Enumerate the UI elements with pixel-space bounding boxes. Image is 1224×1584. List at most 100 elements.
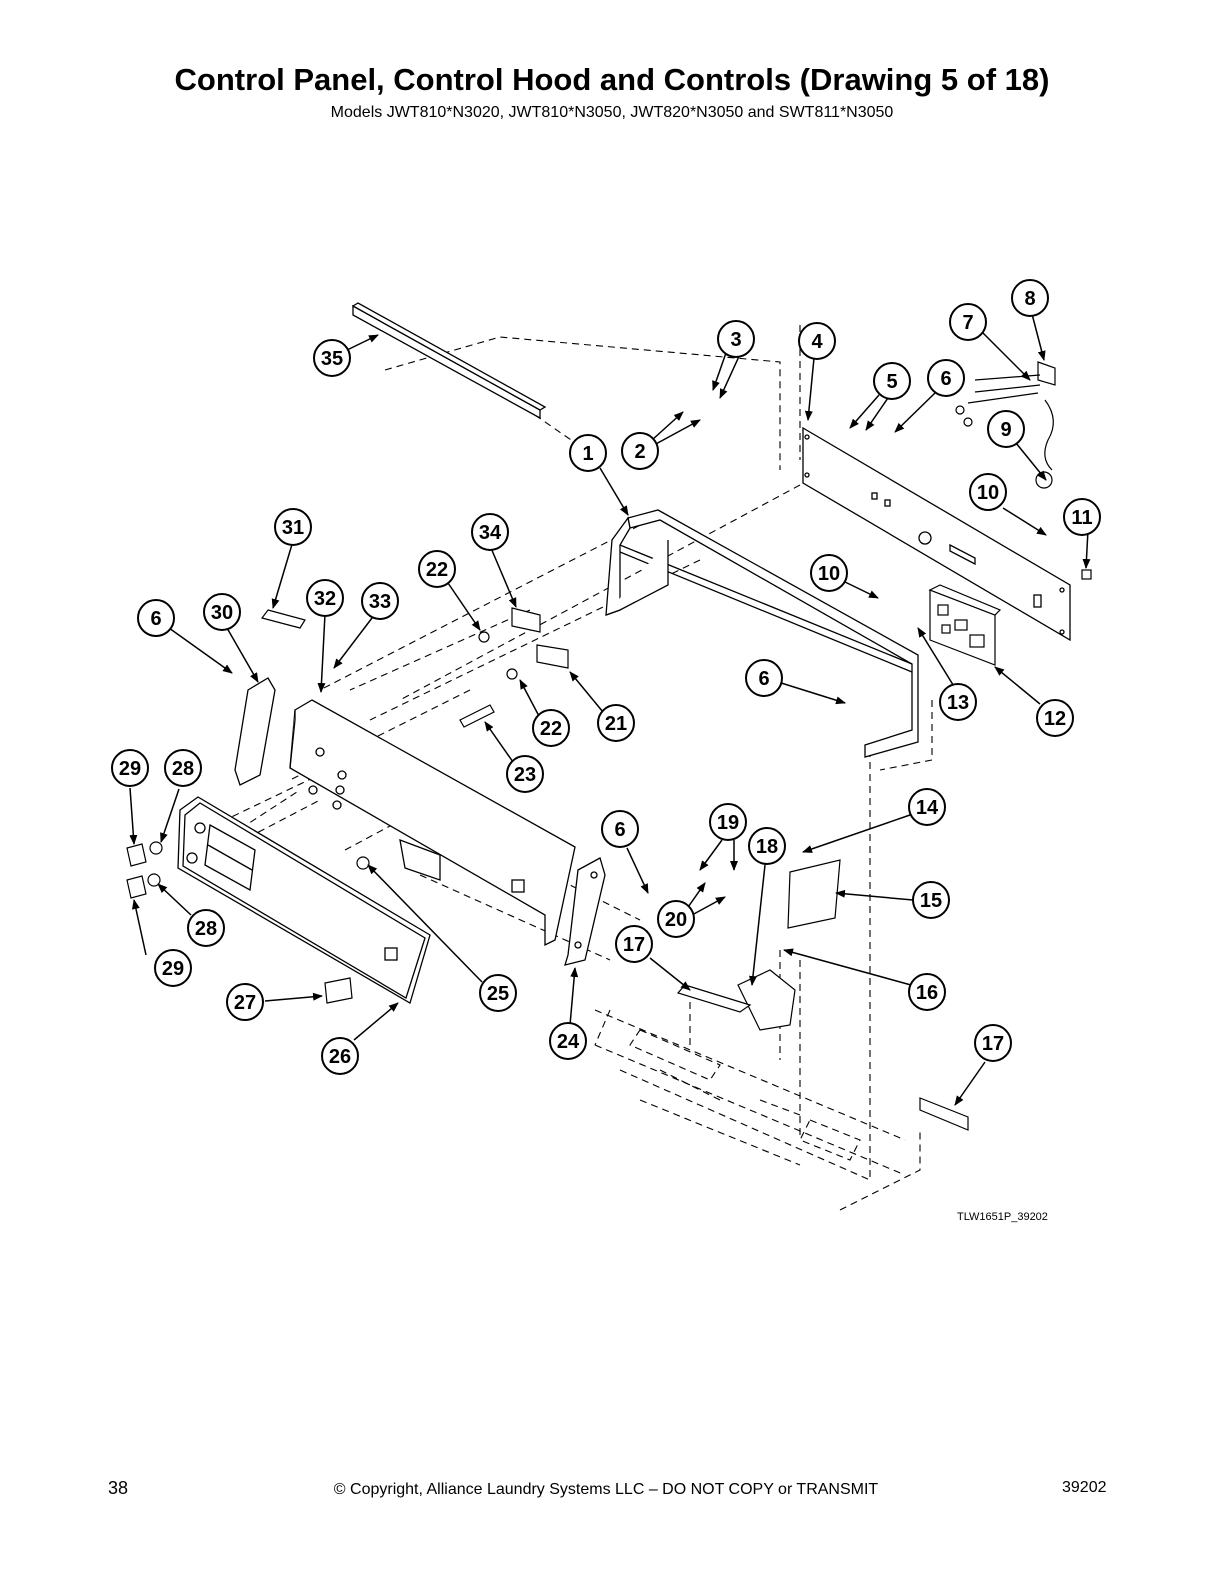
callout-3: 3 <box>717 320 755 358</box>
callout-1: 1 <box>569 434 607 472</box>
svg-text:19: 19 <box>717 812 739 834</box>
page-title: Control Panel, Control Hood and Controls… <box>174 62 1050 97</box>
callout-31: 31 <box>274 508 312 546</box>
callout-10-mid: 10 <box>810 554 848 592</box>
callout-6-hood: 6 <box>745 659 783 697</box>
svg-text:28: 28 <box>172 758 194 780</box>
svg-text:14: 14 <box>916 797 939 819</box>
svg-text:3: 3 <box>730 329 741 351</box>
svg-text:12: 12 <box>1044 708 1066 730</box>
callout-leaders <box>129 313 1091 1106</box>
svg-text:6: 6 <box>758 668 769 690</box>
svg-text:7: 7 <box>962 312 973 334</box>
svg-text:5: 5 <box>886 371 897 393</box>
callout-14: 14 <box>908 788 946 826</box>
part-26-console-panel <box>177 796 431 1004</box>
svg-text:6: 6 <box>614 819 625 841</box>
callout-6-bracket: 6 <box>601 810 639 848</box>
callout-17-right: 17 <box>974 1024 1012 1062</box>
svg-text:2: 2 <box>634 441 645 463</box>
svg-text:26: 26 <box>329 1046 351 1068</box>
svg-text:6: 6 <box>940 368 951 390</box>
svg-text:17: 17 <box>623 934 645 956</box>
copyright-notice: © Copyright, Alliance Laundry Systems LL… <box>333 1481 879 1498</box>
part-4-rear-panel <box>802 426 1071 642</box>
callout-28-top: 28 <box>164 749 202 787</box>
callout-7: 7 <box>949 303 987 341</box>
svg-text:23: 23 <box>514 764 536 786</box>
callout-21: 21 <box>597 704 635 742</box>
svg-text:35: 35 <box>321 348 343 370</box>
callout-24: 24 <box>549 1022 587 1060</box>
callout-17-mid: 17 <box>615 925 653 963</box>
svg-text:29: 29 <box>162 958 184 980</box>
callout-9: 9 <box>987 410 1025 448</box>
svg-text:10: 10 <box>977 482 999 504</box>
callout-32: 32 <box>306 579 344 617</box>
page-subtitle: Models JWT810*N3020, JWT810*N3050, JWT82… <box>330 104 894 121</box>
callout-11: 11 <box>1063 498 1101 536</box>
part-32-control-panel <box>289 699 576 947</box>
callout-22-top: 22 <box>418 550 456 588</box>
callout-19: 19 <box>709 803 747 841</box>
callout-5: 5 <box>873 362 911 400</box>
svg-text:18: 18 <box>756 836 778 858</box>
svg-text:22: 22 <box>426 559 448 581</box>
callout-34: 34 <box>471 513 509 551</box>
page-number: 38 <box>108 1478 129 1498</box>
svg-text:29: 29 <box>119 758 141 780</box>
svg-text:16: 16 <box>916 982 938 1004</box>
callout-12: 12 <box>1036 699 1074 737</box>
svg-text:10: 10 <box>818 563 840 585</box>
small-hardware <box>126 361 1092 1131</box>
svg-text:6: 6 <box>150 608 161 630</box>
callout-25: 25 <box>479 974 517 1012</box>
callout-bubbles: 35 3 4 8 7 5 6 9 2 1 10 11 31 34 22 32 3… <box>111 279 1101 1075</box>
callout-29-top: 29 <box>111 749 149 787</box>
callout-8: 8 <box>1011 279 1049 317</box>
callout-10: 10 <box>969 473 1007 511</box>
callout-33: 33 <box>361 582 399 620</box>
svg-text:4: 4 <box>811 331 823 353</box>
svg-text:13: 13 <box>947 692 969 714</box>
callout-27: 27 <box>226 983 264 1021</box>
svg-text:33: 33 <box>369 591 391 613</box>
callout-6: 6 <box>927 359 965 397</box>
svg-text:1: 1 <box>582 443 593 465</box>
svg-text:22: 22 <box>540 718 562 740</box>
svg-text:21: 21 <box>605 713 627 735</box>
svg-text:24: 24 <box>557 1031 580 1053</box>
svg-text:9: 9 <box>1000 419 1011 441</box>
document-number: 39202 <box>1062 1479 1107 1496</box>
part-1-control-hood <box>605 509 919 758</box>
callout-2: 2 <box>621 432 659 470</box>
svg-text:8: 8 <box>1024 288 1035 310</box>
callout-28-bottom: 28 <box>187 909 225 947</box>
svg-text:32: 32 <box>314 588 336 610</box>
svg-text:34: 34 <box>479 522 502 544</box>
part-24-bracket <box>564 857 606 966</box>
svg-text:20: 20 <box>665 909 687 931</box>
callout-35: 35 <box>313 339 351 377</box>
callout-22-mid: 22 <box>532 709 570 747</box>
svg-text:17: 17 <box>982 1033 1004 1055</box>
svg-text:31: 31 <box>282 517 304 539</box>
svg-text:28: 28 <box>195 918 217 940</box>
svg-text:11: 11 <box>1071 507 1092 529</box>
callout-16: 16 <box>908 973 946 1011</box>
callout-26: 26 <box>321 1037 359 1075</box>
callout-23: 23 <box>506 755 544 793</box>
svg-text:25: 25 <box>487 983 509 1005</box>
drawing-reference: TLW1651P_39202 <box>957 1211 1048 1223</box>
callout-20: 20 <box>657 900 695 938</box>
callout-6-left: 6 <box>137 599 175 637</box>
callout-18: 18 <box>748 827 786 865</box>
callout-15: 15 <box>912 881 950 919</box>
part-35-strip <box>351 302 547 420</box>
part-12-control-board <box>928 584 1002 666</box>
svg-text:27: 27 <box>234 992 256 1014</box>
part-30-bracket <box>234 677 276 786</box>
svg-text:30: 30 <box>211 602 233 624</box>
svg-text:15: 15 <box>920 890 942 912</box>
